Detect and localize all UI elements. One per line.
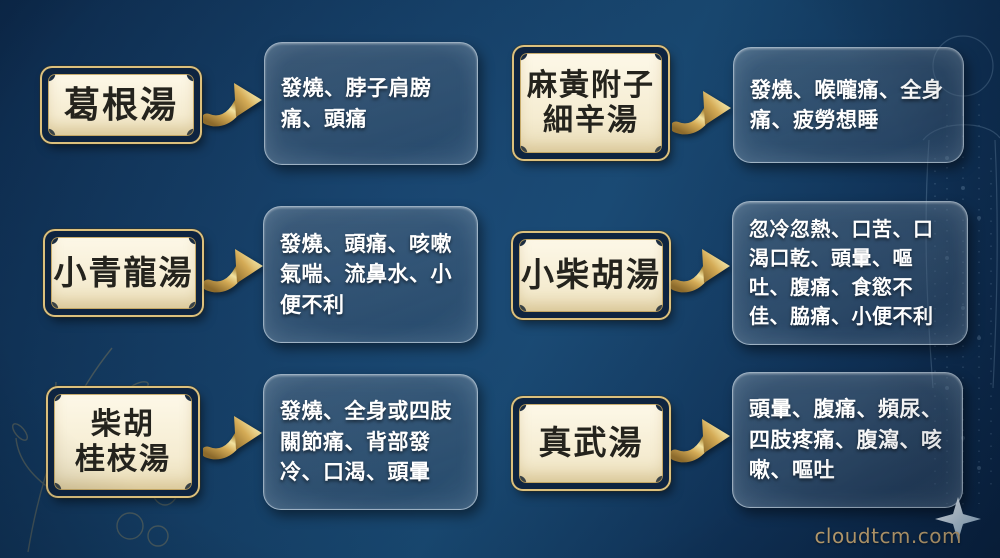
formula-plaque-face: 葛根湯	[48, 74, 194, 136]
formula-plaque-face: 麻黃附子 細辛湯	[520, 53, 662, 153]
symptom-box: 忽冷忽熱、口苦、口渴口乾、頭暈、嘔吐、腹痛、食慾不佳、脇痛、小便不利	[732, 201, 968, 345]
formula-plaque: 真武湯	[513, 398, 669, 489]
symptom-box: 發燒、喉嚨痛、全身痛、疲勞想睡	[733, 47, 964, 163]
symptom-text: 發燒、脖子肩膀痛、頭痛	[281, 76, 432, 131]
formula-name: 小柴胡湯	[521, 255, 661, 295]
sparkle-icon	[935, 497, 981, 541]
formula-plaque-face: 小青龍湯	[51, 237, 196, 309]
symptom-text: 發燒、頭痛、咳嗽氣喘、流鼻水、小便不利	[280, 231, 452, 317]
symptom-text: 頭暈、腹痛、頻尿、四肢疼痛、腹瀉、咳嗽、嘔吐	[749, 397, 943, 483]
symptom-text: 忽冷忽熱、口苦、口渴口乾、頭暈、嘔吐、腹痛、食慾不佳、脇痛、小便不利	[749, 217, 934, 328]
formula-name: 柴胡	[91, 406, 155, 442]
symptom-box: 頭暈、腹痛、頻尿、四肢疼痛、腹瀉、咳嗽、嘔吐	[732, 372, 963, 508]
symptom-box: 發燒、脖子肩膀痛、頭痛	[264, 42, 478, 165]
symptom-box: 發燒、頭痛、咳嗽氣喘、流鼻水、小便不利	[263, 206, 478, 343]
formula-name: 葛根湯	[63, 83, 178, 126]
formula-plaque-face: 真武湯	[519, 404, 663, 483]
formula-plaque: 麻黃附子 細辛湯	[514, 47, 668, 159]
arrow-icon	[671, 419, 730, 463]
formula-name: 小青龍湯	[53, 252, 194, 292]
arrow-icon	[204, 249, 263, 293]
formula-plaque: 小柴胡湯	[513, 233, 669, 318]
site-watermark: cloudtcm.com	[814, 524, 962, 548]
symptom-text: 發燒、喉嚨痛、全身痛、疲勞想睡	[750, 77, 944, 132]
formula-name-line2: 桂枝湯	[75, 442, 171, 477]
formula-name: 麻黃附子	[527, 67, 655, 103]
formula-plaque: 小青龍湯	[45, 231, 202, 315]
formula-name: 真武湯	[538, 423, 644, 463]
formula-plaque: 葛根湯	[42, 68, 200, 142]
symptom-text: 發燒、全身或四肢關節痛、背部發冷、口渴、頭暈	[280, 399, 452, 485]
arrow-icon	[671, 249, 730, 293]
formula-plaque-face: 柴胡 桂枝湯	[54, 394, 192, 490]
formula-plaque: 柴胡 桂枝湯	[48, 388, 198, 496]
formula-name-line2: 細辛湯	[543, 103, 639, 138]
arrow-icon	[203, 416, 262, 460]
symptom-box: 發燒、全身或四肢關節痛、背部發冷、口渴、頭暈	[263, 374, 478, 510]
arrow-icon	[203, 83, 262, 127]
formula-plaque-face: 小柴胡湯	[519, 239, 663, 312]
arrow-icon	[672, 91, 731, 135]
